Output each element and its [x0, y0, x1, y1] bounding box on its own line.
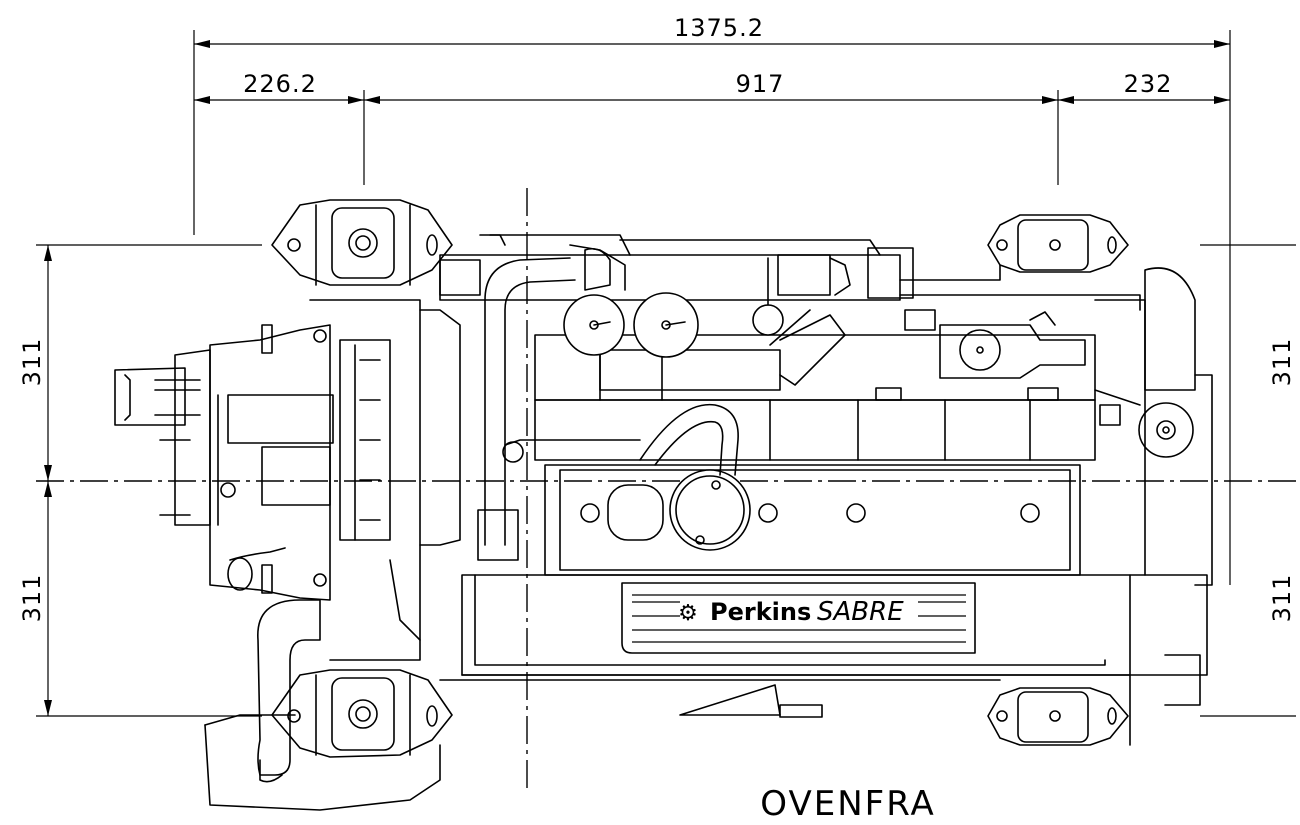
view-label: OVENFRA	[760, 784, 935, 824]
rear-mount-top	[987, 214, 1129, 273]
engine-outline	[114, 199, 1213, 811]
perkins-logo: ⚙ Perkins SABRE	[678, 597, 904, 627]
dim-mount-spacing: 917	[736, 70, 785, 98]
front-housing	[114, 324, 334, 601]
dim-half-width-left-lower: 311	[18, 574, 46, 623]
dim-overall-length: 1375.2	[674, 14, 764, 42]
top-manifold	[439, 234, 1141, 311]
exhaust-manifold-lower	[502, 403, 1081, 576]
center-lines	[36, 188, 1296, 790]
logo-model: SABRE	[817, 597, 904, 627]
alternator	[1094, 267, 1213, 586]
logo-brand: Perkins	[710, 598, 811, 626]
logo-plate	[621, 582, 976, 654]
front-mount-top	[271, 199, 453, 286]
front-mount-bottom	[271, 669, 453, 758]
rear-mount-bottom	[987, 687, 1129, 746]
dim-half-width-right-lower: 311	[1268, 574, 1296, 623]
intake-pipe	[477, 247, 611, 561]
dimension-lines	[36, 30, 1296, 717]
exhaust-pipe	[204, 599, 441, 811]
dim-half-width-left-upper: 311	[18, 338, 46, 387]
oil-sump	[439, 574, 1208, 746]
dim-front-offset: 226.2	[243, 70, 317, 98]
turbocharger	[904, 309, 1086, 379]
dim-rear-offset: 232	[1124, 70, 1173, 98]
dim-half-width-right-upper: 311	[1268, 338, 1296, 387]
engine-block	[534, 334, 1096, 461]
injector-caps	[563, 257, 846, 386]
logo-gear-icon: ⚙	[678, 601, 698, 626]
flywheel-housing	[309, 299, 461, 661]
